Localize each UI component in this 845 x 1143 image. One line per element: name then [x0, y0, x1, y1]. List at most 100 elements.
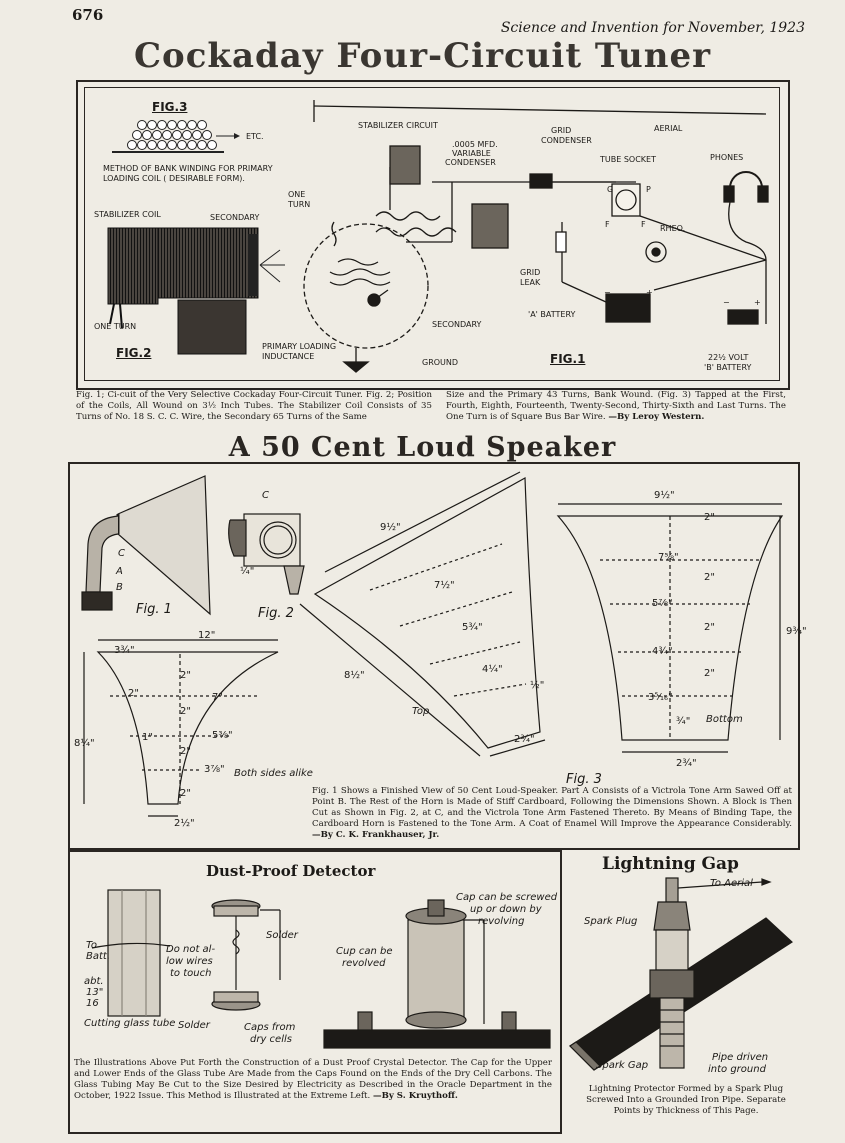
speaker-both-sides-label: Both sides alike	[234, 768, 313, 779]
fig2-one-turn-label: ONE TURN	[94, 322, 137, 331]
lightning-spark-gap: Spark Gap	[596, 1060, 649, 1071]
running-head: Science and Invention for November, 1923	[500, 20, 805, 36]
tuner-title: Cockaday Four-Circuit Tuner	[133, 36, 712, 76]
speaker-bottom-label: Bottom	[706, 714, 743, 725]
dim-9-3-4: 9¾"	[786, 626, 807, 637]
dim-8-1-2: 8½"	[344, 670, 365, 681]
dim-2-bottom-1: 2"	[704, 512, 715, 523]
page-number: 676	[72, 6, 104, 24]
fig1-grid-leak-line1: GRID	[520, 268, 541, 277]
fig3-etc: ETC.	[246, 132, 264, 141]
detector-solder-bottom: Solder	[178, 1020, 210, 1031]
dim-three-quarter: ¾"	[676, 716, 691, 727]
detector-abt-line3: 16	[86, 998, 99, 1009]
dim-4-1-4: 4¼"	[482, 664, 503, 675]
detector-caption-author: —By S. Kruythoff.	[372, 1091, 458, 1101]
fig1-grid-condenser-line2: CONDENSER	[541, 136, 592, 145]
fig1-minus-a: −	[604, 288, 611, 297]
fig1-variable-line3: CONDENSER	[445, 158, 496, 167]
bank-winding-drawing	[112, 120, 240, 153]
fig2-secondary-label: SECONDARY	[210, 213, 260, 222]
dim-9-1-2-top: 9½"	[380, 522, 401, 533]
fig1-grid-leak-line2: LEAK	[520, 278, 541, 287]
lightning-caption-line2: Screwed Into a Grounded Iron Pipe. Separ…	[586, 1095, 786, 1105]
fig3-desc-line2: LOADING COIL ( DESIRABLE FORM).	[103, 174, 245, 183]
fig1-plus-a: +	[646, 288, 653, 297]
fig1-socket-p: P	[646, 185, 651, 194]
fig1-label: FIG.1	[550, 352, 586, 366]
lightning-pipe-line1: Pipe driven	[712, 1052, 769, 1063]
fig1-minus-b: −	[723, 298, 730, 307]
speaker-fig2-label: Fig. 2	[258, 606, 294, 621]
fig1-variable-line1: .0005 MFD.	[452, 140, 498, 149]
dim-2-bottom-3: 2"	[704, 622, 715, 633]
lightning-caption-line1: Lightning Protector Formed by a Spark Pl…	[588, 1084, 784, 1094]
fig1-b-battery-line1: 22½ VOLT	[708, 353, 749, 362]
dim-3-3-4: 3¾"	[114, 645, 135, 656]
dim-8-1-4-left: 8¼"	[74, 738, 95, 749]
dim-12: 12"	[198, 630, 216, 641]
fig1-grid-condenser-line1: GRID	[551, 126, 572, 135]
speaker-title: A 50 Cent Loud Speaker	[228, 432, 617, 463]
fig1-a-battery: 'A' BATTERY	[528, 310, 576, 319]
detector-abt-line2: 13"	[86, 987, 104, 998]
dim-3-7-8: 3⅞"	[204, 764, 225, 775]
detector-do-not-line2: low wires	[166, 956, 213, 967]
speaker-fig2-letter-c: C	[262, 490, 269, 501]
dim-quarter: ¼"	[240, 566, 255, 577]
speaker-caption-author: —By C. K. Frankhauser, Jr.	[312, 830, 440, 840]
dim-2-3-4-top: 2¾"	[514, 734, 535, 745]
speaker-drawing	[81, 471, 784, 817]
detector-title: Dust-Proof Detector	[206, 862, 376, 880]
dim-9-1-2-bottom: 9½"	[654, 490, 675, 501]
speaker-caption-text: Fig. 1 Shows a Finished View of 50 Cent …	[312, 786, 792, 829]
fig2-label: FIG.2	[116, 346, 152, 360]
detector-caps-line1: Caps from	[244, 1022, 296, 1033]
detector-to-batt-line2: Batt.	[86, 951, 111, 962]
speaker-fig1-label: Fig. 1	[136, 602, 172, 617]
tuner-caption-right-text: Size and the Primary 43 Turns, Bank Woun…	[446, 390, 786, 422]
fig1-stabilizer-circuit: STABILIZER CIRCUIT	[358, 121, 438, 130]
fig1-phones: PHONES	[710, 153, 744, 162]
detector-abt-line1: abt.	[84, 976, 104, 987]
tuner-figure-inner-frame	[84, 87, 780, 381]
dim-7-5-8: 7⅝"	[658, 552, 679, 563]
dim-5-3-8: 5⅜"	[212, 730, 233, 741]
detector-to-batt-line1: To	[86, 940, 97, 951]
speaker-frame	[68, 462, 800, 850]
dim-7-1-2: 7½"	[434, 580, 455, 591]
tuner-figure-frame	[76, 80, 790, 390]
detector-caption: The Illustrations Above Put Forth the Co…	[74, 1058, 552, 1102]
dim-2-left: 2"	[128, 688, 139, 699]
lightning-caption: Lightning Protector Formed by a Spark Pl…	[570, 1084, 802, 1117]
fig1-rheo: RHEO.	[660, 224, 686, 233]
dim-half: ½"	[530, 680, 545, 691]
fig1-socket-g: G	[607, 185, 614, 194]
lightning-spark-plug: Spark Plug	[584, 916, 638, 927]
fig1-ground: GROUND	[422, 358, 459, 367]
fig1-variable-line2: VARIABLE	[452, 149, 491, 158]
dim-1: 1"	[142, 732, 153, 743]
fig3-desc-line1: METHOD OF BANK WINDING FOR PRIMARY	[103, 164, 273, 173]
dim-2-bottom-4: 2"	[704, 668, 715, 679]
detector-solder-top: Solder	[266, 930, 298, 941]
fig1-aerial: AERIAL	[654, 124, 683, 133]
speaker-top-label: Top	[412, 706, 430, 717]
detector-caps-line2: dry cells	[250, 1034, 292, 1045]
fig2-stabilizer-coil-label: STABILIZER COIL	[94, 210, 161, 219]
fig1-socket-f2: F	[641, 220, 646, 229]
detector-frame	[68, 850, 562, 1134]
lightning-pipe-line2: into ground	[708, 1064, 766, 1075]
fig2-primary-loading-line2: INDUCTANCE	[262, 352, 315, 361]
tuner-caption-left: Fig. 1; Ci-cuit of the Very Selective Co…	[76, 390, 432, 422]
lightning-drawing	[569, 877, 793, 1071]
dim-2-center-1: 2"	[180, 670, 191, 681]
fig3-label: FIG.3	[152, 100, 188, 114]
lightning-to-aerial: To Aerial	[710, 878, 753, 889]
fig1-secondary: SECONDARY	[432, 320, 482, 329]
detector-cup-line1: Cup can be	[336, 946, 393, 957]
dim-2-bottom-2: 2"	[704, 572, 715, 583]
fig1-socket-f1: F	[605, 220, 610, 229]
tuner-caption-right: Size and the Primary 43 Turns, Bank Woun…	[446, 390, 786, 423]
dim-5-3-4: 5¾"	[462, 622, 483, 633]
